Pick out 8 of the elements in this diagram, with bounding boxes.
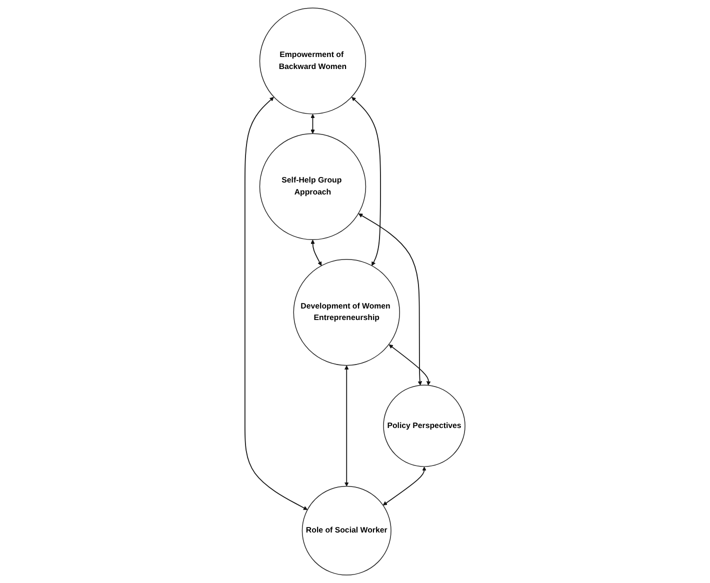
arrow <box>310 114 315 134</box>
arrow <box>344 365 349 486</box>
arrow <box>358 213 422 386</box>
arrow <box>310 240 322 266</box>
arrow <box>382 466 426 506</box>
arrow <box>388 344 431 386</box>
arrow <box>244 96 308 510</box>
arrow <box>352 96 381 266</box>
